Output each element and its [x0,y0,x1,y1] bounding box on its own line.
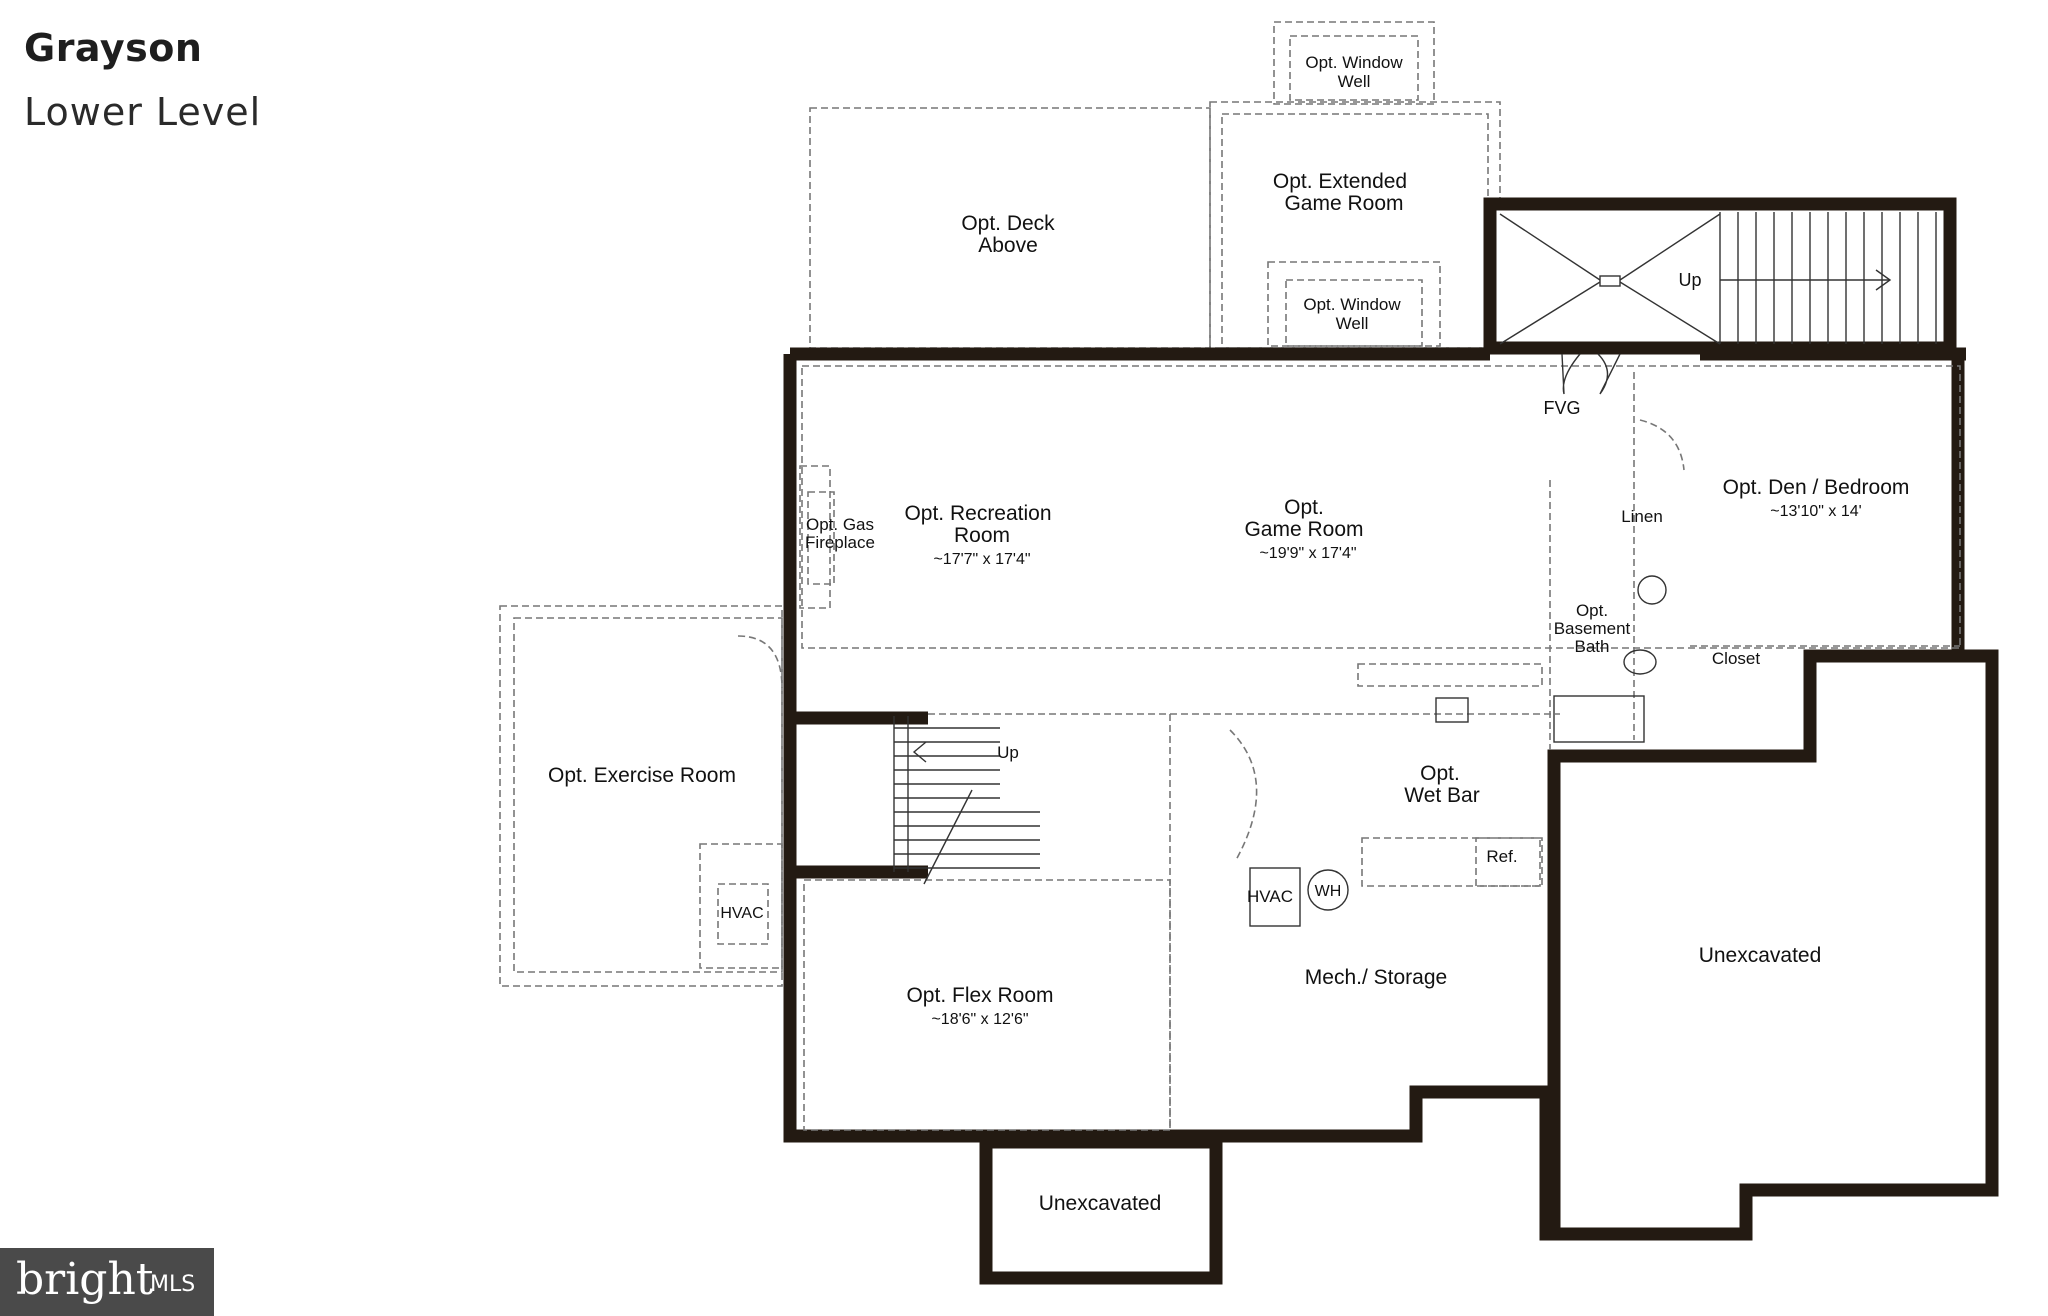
mech-door-swing [1229,729,1258,861]
stair-arrowhead-main [912,741,927,763]
plan-title: Grayson [24,26,203,70]
label-extended-game-room: Opt. Extended Game Room [1273,170,1407,215]
main-stair-treads [893,716,1040,872]
hvac-mech-unit [1249,867,1301,927]
main-room-outline [801,365,1961,649]
fvg-door-right [1597,353,1621,395]
unexcavated-right-wall [1547,756,1746,1241]
fireplace-box [807,491,835,585]
wet-bar-lower [1361,837,1543,887]
label-wet-bar: Opt. Wet Bar [1404,762,1479,807]
window-well-top-outline [1273,21,1435,105]
svg-text:~18'6" x 12'6": ~18'6" x 12'6" [931,1011,1028,1028]
label-window-well-lower: Opt. Window Well [1303,295,1401,333]
stair-treads-top [1719,212,1937,344]
label-recreation-room: Opt. Recreation Room ~17'7" x 17'4" [904,502,1051,568]
stair-landing-diagonal-4 [1619,281,1721,345]
label-window-well-top: Opt. Window Well [1305,53,1403,91]
window-well-top-inner [1289,35,1419,101]
svg-text:Opt.: Opt. [1420,762,1460,785]
svg-text:Opt.: Opt. [1576,601,1608,620]
exercise-room-inner [513,617,783,973]
svg-text:Bath: Bath [1575,637,1610,656]
ref-box [1475,837,1541,887]
svg-text:Fireplace: Fireplace [805,533,875,552]
svg-text:Well: Well [1338,72,1371,91]
svg-text:Opt.: Opt. [1284,496,1324,519]
svg-text:Basement: Basement [1554,619,1631,638]
bath-sink [1623,649,1657,675]
unexcavated-bottom-wall [979,1135,1223,1285]
label-stair-up-top: Up [1678,270,1701,290]
svg-text:~19'9" x 17'4": ~19'9" x 17'4" [1259,545,1356,562]
exercise-hvac-unit [717,883,769,945]
label-hvac-exercise: HVAC [720,905,763,922]
fireplace-outline [799,465,831,609]
svg-text:Room: Room [954,524,1010,547]
svg-text:Opt. Gas: Opt. Gas [806,515,874,534]
label-ref: Ref. [1486,847,1517,866]
label-game-room: Opt. Game Room ~19'9" x 17'4" [1244,496,1363,562]
label-gas-fireplace: Opt. Gas Fireplace [805,515,875,552]
water-heater-circle [1307,869,1349,911]
svg-text:Above: Above [978,234,1038,257]
svg-text:Opt. Flex Room: Opt. Flex Room [906,984,1053,1007]
svg-text:Opt. Window: Opt. Window [1303,295,1401,314]
label-closet: Closet [1712,649,1760,668]
stair-arrowhead-top [1875,269,1892,291]
bathtub [1553,695,1645,743]
stair-landing-diagonal-3 [1619,213,1721,281]
svg-text:Opt. Window: Opt. Window [1305,53,1403,72]
logo-brand: bright [16,1254,154,1305]
stair-landing-diagonal-2 [1499,281,1601,345]
svg-text:~17'7" x 17'4": ~17'7" x 17'4" [933,551,1030,568]
label-unexcavated-bottom: Unexcavated [1039,1192,1162,1215]
svg-text:Game Room: Game Room [1284,192,1403,215]
svg-text:Game Room: Game Room [1244,518,1363,541]
label-unexcavated-right: Unexcavated [1699,944,1822,967]
stair-break-line [923,789,973,885]
logo-suffix: MLS [150,1272,196,1297]
svg-text:Opt. Deck: Opt. Deck [961,212,1055,235]
wet-bar-sink [1435,697,1469,723]
wet-bar-counter [1357,663,1543,687]
svg-text:Opt. Extended: Opt. Extended [1273,170,1407,193]
window-well-lower-inner [1285,279,1423,347]
svg-text:~13'10" x 14': ~13'10" x 14' [1770,503,1861,520]
toilet [1637,575,1667,605]
label-basement-bath: Opt. Basement Bath [1554,601,1631,656]
stair-landing-post [1599,275,1621,287]
label-stair-up-main: Up [997,743,1019,762]
fvg-door-left [1561,353,1581,395]
label-exercise-room: Opt. Exercise Room [548,764,736,787]
svg-text:Wet Bar: Wet Bar [1404,784,1479,807]
label-fvg: FVG [1543,398,1580,418]
exercise-room-outline [499,605,783,987]
label-hvac-mech: HVAC [1247,887,1293,906]
label-linen: Linen [1621,507,1663,526]
label-deck-above: Opt. Deck Above [961,212,1055,257]
svg-text:Opt. Den / Bedroom: Opt. Den / Bedroom [1723,476,1910,499]
label-wh: WH [1315,883,1342,900]
stair-landing-diagonal-1 [1499,213,1601,281]
label-den-bedroom: Opt. Den / Bedroom ~13'10" x 14' [1723,476,1910,520]
label-mech-storage: Mech./ Storage [1305,966,1447,989]
svg-text:Opt. Recreation: Opt. Recreation [904,502,1051,525]
exercise-door-swing [737,635,783,689]
svg-text:Well: Well [1336,314,1369,333]
plan-subtitle: Lower Level [24,90,262,134]
bright-mls-logo: bright MLS [0,1248,214,1316]
main-exterior-wall [783,354,1999,1241]
exercise-hvac-closet [699,843,783,969]
den-door-swing [1639,419,1685,471]
label-flex-room: Opt. Flex Room ~18'6" x 12'6" [906,984,1053,1028]
